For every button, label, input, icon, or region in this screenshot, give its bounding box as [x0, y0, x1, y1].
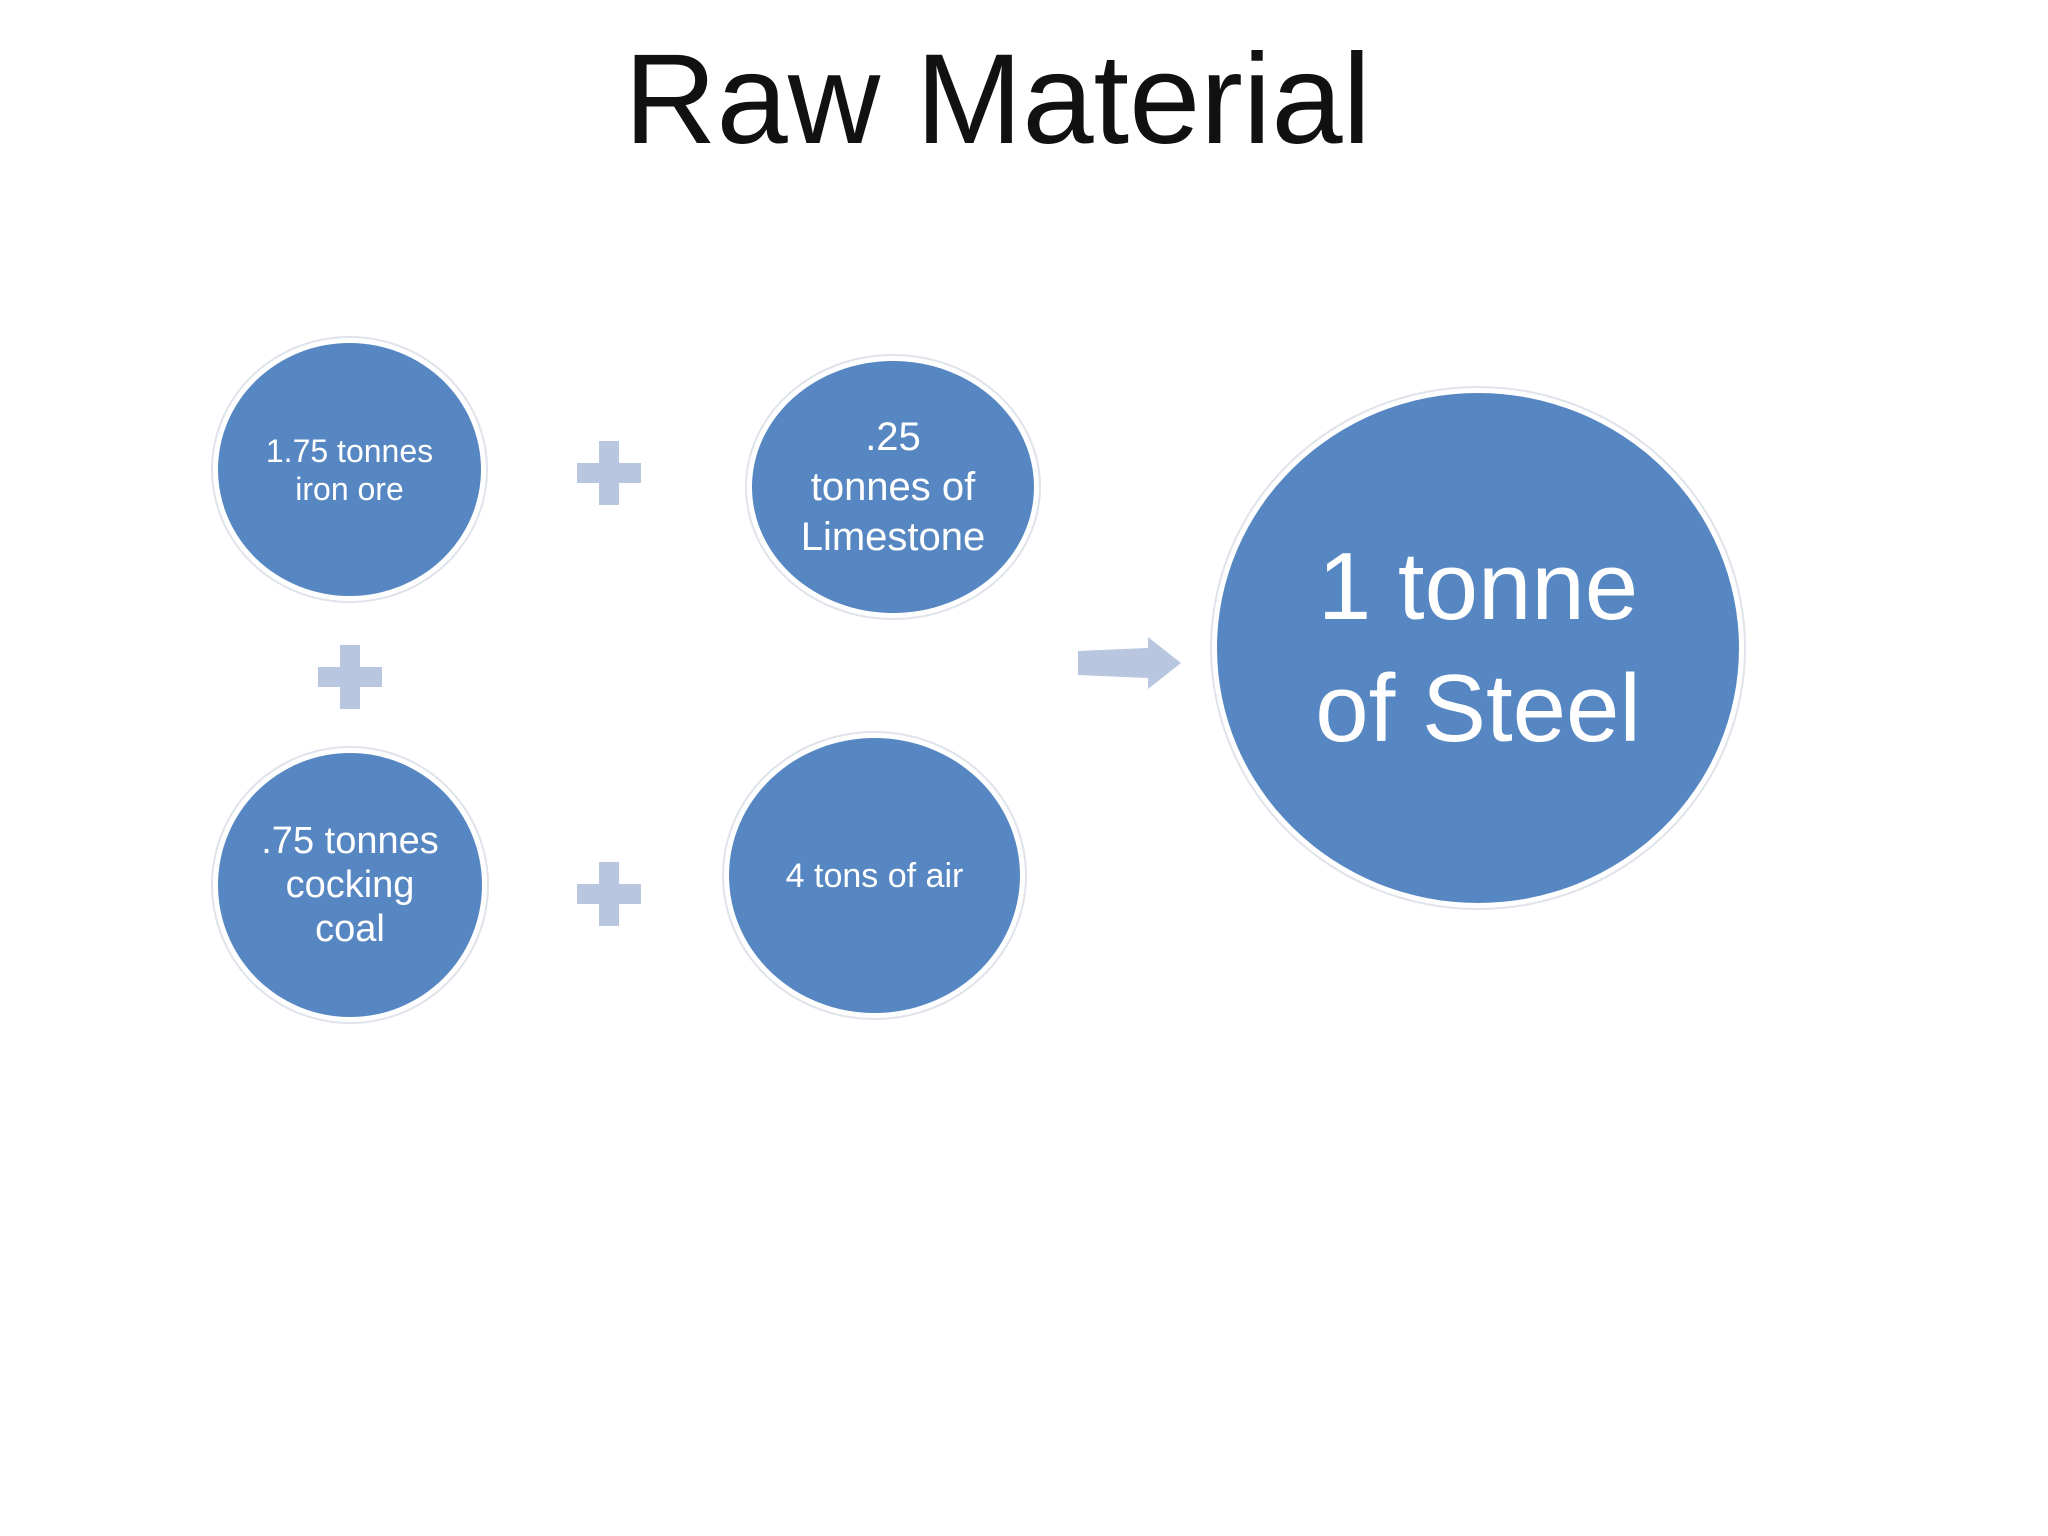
plus-icon — [577, 441, 641, 505]
output-label-steel: 1 tonne of Steel — [1315, 533, 1641, 762]
arrow-right-icon — [1078, 637, 1181, 689]
input-label-limestone: .25 tonnes of Limestone — [800, 415, 986, 559]
input-label-air: 4 tons of air — [785, 856, 964, 895]
input-circle-limestone: .25 tonnes of Limestone — [752, 361, 1034, 613]
input-circle-air: 4 tons of air — [729, 738, 1020, 1013]
input-label-iron-ore: 1.75 tonnes iron ore — [265, 432, 434, 507]
input-circle-coking-coal: .75 tonnes cocking coal — [218, 753, 482, 1017]
slide-title: Raw Material — [624, 28, 1371, 171]
output-circle-steel: 1 tonne of Steel — [1217, 393, 1739, 903]
plus-icon — [577, 862, 641, 926]
input-circle-iron-ore: 1.75 tonnes iron ore — [218, 343, 481, 596]
input-label-coking-coal: .75 tonnes cocking coal — [261, 820, 439, 950]
plus-icon — [318, 645, 382, 709]
